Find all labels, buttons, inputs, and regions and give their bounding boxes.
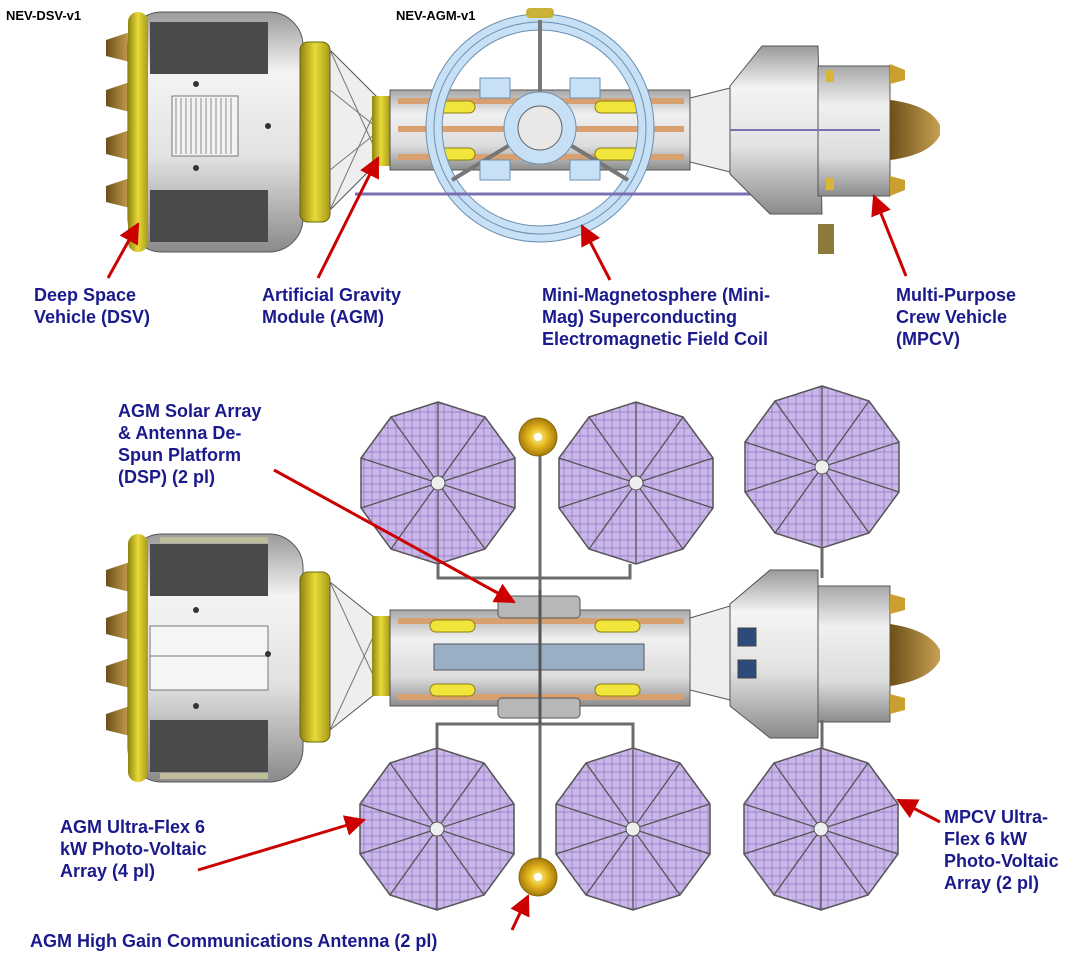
label-dsv: Deep Space Vehicle (DSV) <box>34 285 151 327</box>
bottom-vehicle <box>106 385 940 911</box>
tag-agm: NEV-AGM-v1 <box>396 8 476 23</box>
arrow-minimag <box>580 224 612 281</box>
callout-arrows <box>106 156 941 931</box>
arrow-mpcv <box>871 194 908 277</box>
label-agm: Artificial Gravity Module (AGM) <box>262 285 402 327</box>
solar-array <box>744 385 900 549</box>
solar-array <box>359 747 515 911</box>
solar-array <box>555 747 711 911</box>
mpcv-capsule-bottom <box>729 569 819 739</box>
label-antenna: AGM High Gain Communications Antenna (2 … <box>30 931 438 951</box>
label-mpcv: Multi-Purpose Crew Vehicle (MPCV) <box>896 285 1016 349</box>
top-vehicle <box>106 8 940 254</box>
label-agm-pv: AGM Ultra-Flex 6 kW Photo-Voltaic Array … <box>60 817 207 881</box>
arrow-agm-pv <box>197 815 367 872</box>
arrow-agm <box>316 156 380 279</box>
solar-array <box>558 401 714 565</box>
label-mpcv-pv: MPCV Ultra- Flex 6 kW Photo-Voltaic Arra… <box>944 807 1059 893</box>
label-minimag: Mini-Magnetosphere (Mini- Mag) Supercond… <box>542 285 770 349</box>
solar-array <box>360 401 516 565</box>
dsv-thrusters-bottom <box>106 562 130 736</box>
solar-array <box>743 747 899 911</box>
arrow-dsv <box>106 222 140 279</box>
tag-dsv: NEV-DSV-v1 <box>6 8 82 23</box>
arrow-mpcv-pv <box>896 798 941 824</box>
label-dsp: AGM Solar Array & Antenna De- Spun Platf… <box>118 401 262 487</box>
arrow-dsp <box>273 468 516 604</box>
arrow-antenna <box>510 894 530 931</box>
dsv-thrusters-top <box>106 32 130 208</box>
minimag-coil-top <box>425 8 655 243</box>
